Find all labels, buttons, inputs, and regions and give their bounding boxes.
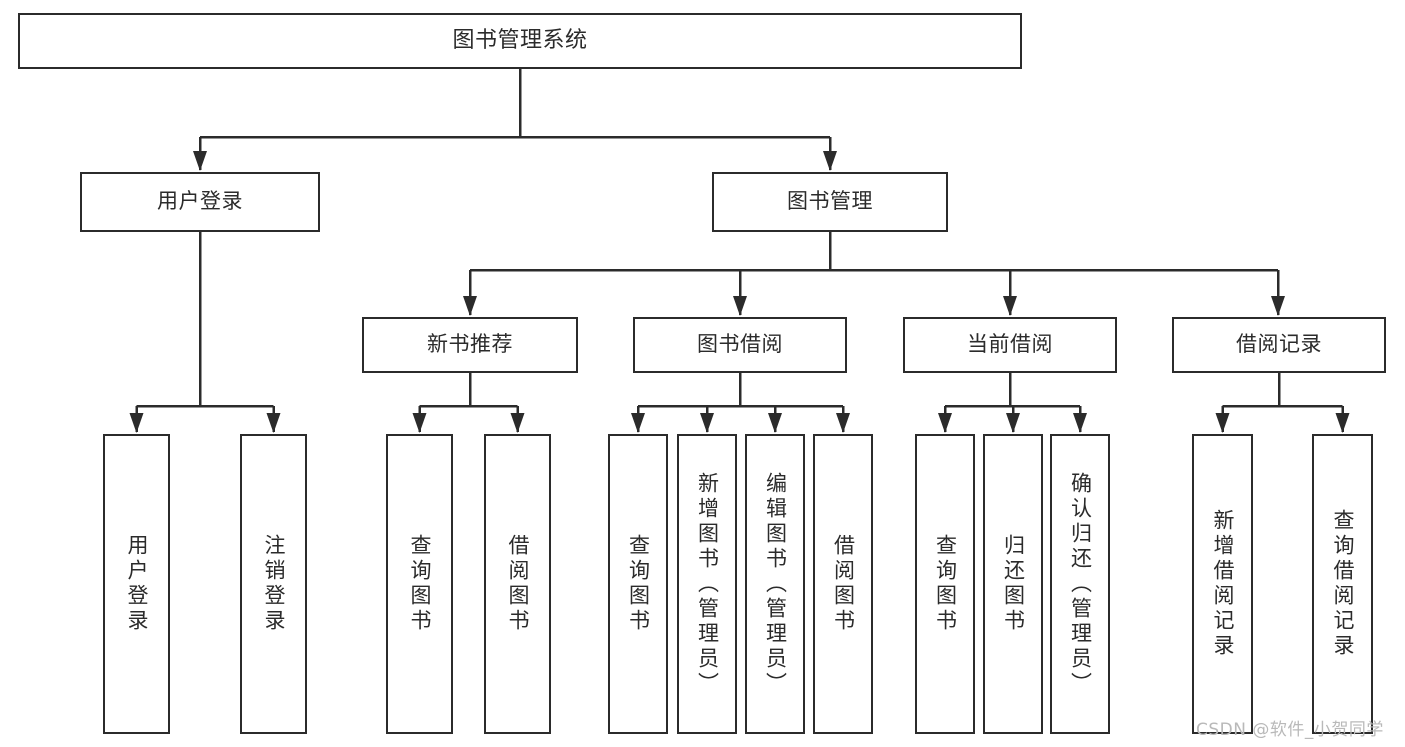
- node-leaf-add-borrow-record[interactable]: 新增借阅记录: [1192, 434, 1253, 734]
- node-l2-book-borrow-label: 图书借阅: [697, 332, 783, 357]
- node-l2-borrow-record-label: 借阅记录: [1236, 332, 1322, 357]
- node-leaf-user-login[interactable]: 用户登录: [103, 434, 170, 734]
- node-leaf-query-borrow-record-label: 查询借阅记录: [1331, 509, 1355, 659]
- node-l1-book-manage-label: 图书管理: [787, 189, 873, 214]
- csdn-watermark: CSDN @软件_小贺同学: [1196, 720, 1384, 740]
- node-l1-user-login-label: 用户登录: [157, 189, 243, 214]
- node-leaf-query-borrow-record[interactable]: 查询借阅记录: [1312, 434, 1373, 734]
- node-leaf-borrow-book[interactable]: 借阅图书: [813, 434, 873, 734]
- node-leaf-query-book-current-label: 查询图书: [933, 534, 958, 634]
- node-l1-user-login[interactable]: 用户登录: [80, 172, 320, 232]
- node-l2-current-borrow-label: 当前借阅: [967, 332, 1053, 357]
- node-leaf-user-login-label: 用户登录: [125, 534, 149, 634]
- node-l2-borrow-record[interactable]: 借阅记录: [1172, 317, 1386, 373]
- node-leaf-return-book[interactable]: 归还图书: [983, 434, 1043, 734]
- node-l1-book-manage[interactable]: 图书管理: [712, 172, 948, 232]
- node-leaf-edit-book-label: 编辑图书（管理员）: [763, 471, 788, 697]
- node-leaf-borrow-book-rec[interactable]: 借阅图书: [484, 434, 551, 734]
- node-leaf-add-book-label: 新增图书（管理员）: [695, 471, 720, 697]
- node-l2-new-book-rec-label: 新书推荐: [427, 332, 513, 357]
- node-leaf-confirm-return-label: 确认归还（管理员）: [1068, 471, 1093, 697]
- node-leaf-logout[interactable]: 注销登录: [240, 434, 307, 734]
- node-leaf-add-book[interactable]: 新增图书（管理员）: [677, 434, 737, 734]
- node-leaf-borrow-book-rec-label: 借阅图书: [506, 534, 530, 634]
- node-leaf-edit-book[interactable]: 编辑图书（管理员）: [745, 434, 805, 734]
- node-leaf-query-book-rec-label: 查询图书: [408, 534, 432, 634]
- node-leaf-query-book-borrow-label: 查询图书: [626, 534, 651, 634]
- node-leaf-return-book-label: 归还图书: [1001, 534, 1026, 634]
- node-leaf-query-book-borrow[interactable]: 查询图书: [608, 434, 668, 734]
- node-leaf-query-book-current[interactable]: 查询图书: [915, 434, 975, 734]
- node-root[interactable]: 图书管理系统: [18, 13, 1022, 69]
- node-l2-new-book-rec[interactable]: 新书推荐: [362, 317, 578, 373]
- node-l2-current-borrow[interactable]: 当前借阅: [903, 317, 1117, 373]
- node-leaf-logout-label: 注销登录: [262, 534, 286, 634]
- node-leaf-query-book-rec[interactable]: 查询图书: [386, 434, 453, 734]
- node-leaf-confirm-return[interactable]: 确认归还（管理员）: [1050, 434, 1110, 734]
- node-leaf-add-borrow-record-label: 新增借阅记录: [1211, 509, 1235, 659]
- node-leaf-borrow-book-label: 借阅图书: [831, 534, 856, 634]
- node-root-label: 图书管理系统: [452, 27, 588, 53]
- node-l2-book-borrow[interactable]: 图书借阅: [633, 317, 847, 373]
